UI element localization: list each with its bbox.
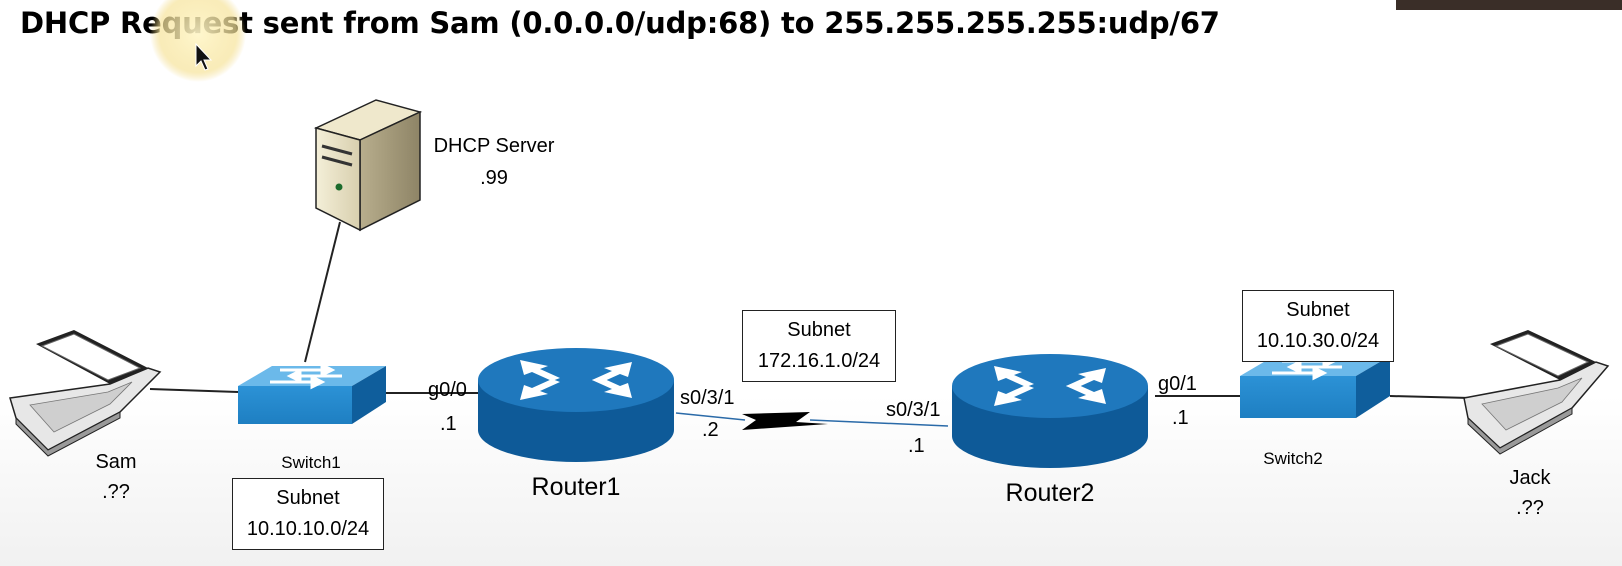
subnet-box-lan2: Subnet 10.10.30.0/24 <box>1242 290 1394 362</box>
link-sam-switch1 <box>149 388 239 393</box>
r1-g00-label: g0/0 <box>428 379 467 401</box>
r1-g00-addr: .1 <box>440 413 457 435</box>
subnet-box-lan1: Subnet 10.10.10.0/24 <box>232 478 384 550</box>
switch2-label: Switch2 <box>1263 449 1323 468</box>
r2-s031-addr: .1 <box>908 435 925 457</box>
router1-label: Router1 <box>531 473 621 501</box>
subnet-lan1-label: Subnet <box>276 487 340 509</box>
subnet-box-wan: Subnet 172.16.1.0/24 <box>742 310 896 382</box>
r2-g01-label: g0/1 <box>1158 373 1197 395</box>
r1-s031-addr: .2 <box>702 419 719 441</box>
cursor-icon <box>195 42 213 71</box>
laptop-icon-sam <box>9 330 162 457</box>
jack-label: Jack <box>1509 467 1551 489</box>
subnet-lan2-label: Subnet <box>1286 299 1350 321</box>
router-icon-router1 <box>478 348 674 462</box>
switch-icon-switch1 <box>238 362 386 424</box>
subnet-lan2-value: 10.10.30.0/24 <box>1256 330 1380 352</box>
link-switch2-jack <box>1389 395 1471 399</box>
router-icon-router2 <box>952 354 1148 468</box>
switch1-label: Switch1 <box>281 453 341 472</box>
subnet-wan-value: 172.16.1.0/24 <box>757 350 881 372</box>
video-overlay-strip <box>1396 0 1622 10</box>
dhcp-server-label: DHCP Server <box>433 135 555 157</box>
sam-addr: .?? <box>102 481 130 503</box>
router2-label: Router2 <box>1005 479 1095 507</box>
subnet-wan-label: Subnet <box>787 319 851 341</box>
cursor-highlight <box>150 0 246 82</box>
jack-addr: .?? <box>1516 497 1544 519</box>
sam-label: Sam <box>95 451 137 473</box>
switch-icon-switch2 <box>1240 353 1390 418</box>
subnet-lan1-value: 10.10.10.0/24 <box>246 518 370 540</box>
r2-g01-addr: .1 <box>1172 407 1189 429</box>
dhcp-server-addr: .99 <box>480 167 508 189</box>
r1-s031-label: s0/3/1 <box>680 387 735 409</box>
r2-s031-label: s0/3/1 <box>886 399 941 421</box>
laptop-icon-jack <box>1463 330 1610 455</box>
server-icon <box>313 99 423 232</box>
link-switch1-server <box>304 221 341 363</box>
serial-link-icon <box>675 412 949 430</box>
